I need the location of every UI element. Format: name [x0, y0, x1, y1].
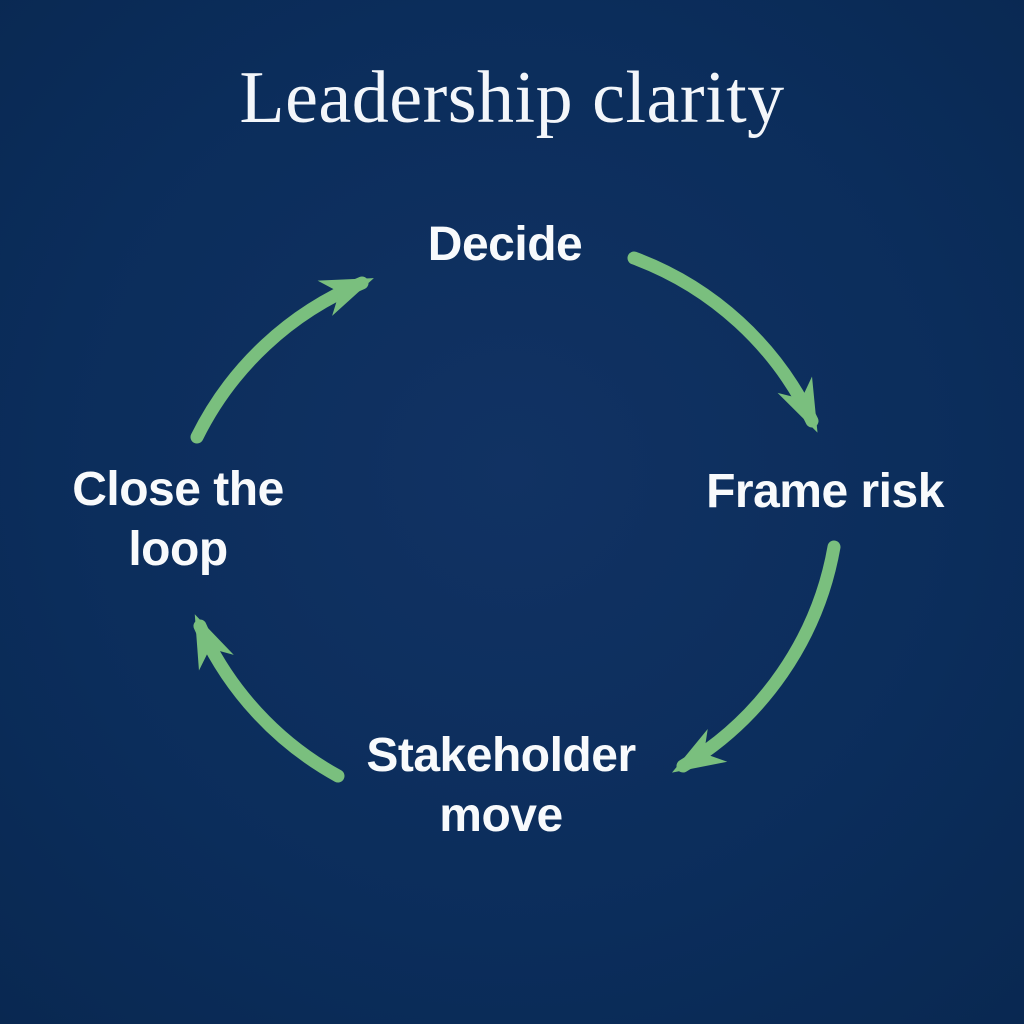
arrow-decide-to-frame-risk-icon	[627, 251, 819, 433]
arrow-stakeholder-move-to-close-the-loop-icon	[193, 614, 345, 783]
cycle-node-frame-risk: Frame risk	[706, 465, 944, 518]
arrow-close-the-loop-to-decide-icon	[190, 276, 374, 444]
cycle-node-decide: Decide	[427, 218, 583, 271]
cycle-node-stakeholder-move: Stakeholder move	[366, 729, 636, 842]
diagram-title: Leadership clarity	[239, 57, 785, 139]
cycle-node-close-the-loop: Close the loop	[72, 463, 284, 576]
arrow-frame-risk-to-stakeholder-move-icon	[671, 540, 841, 773]
